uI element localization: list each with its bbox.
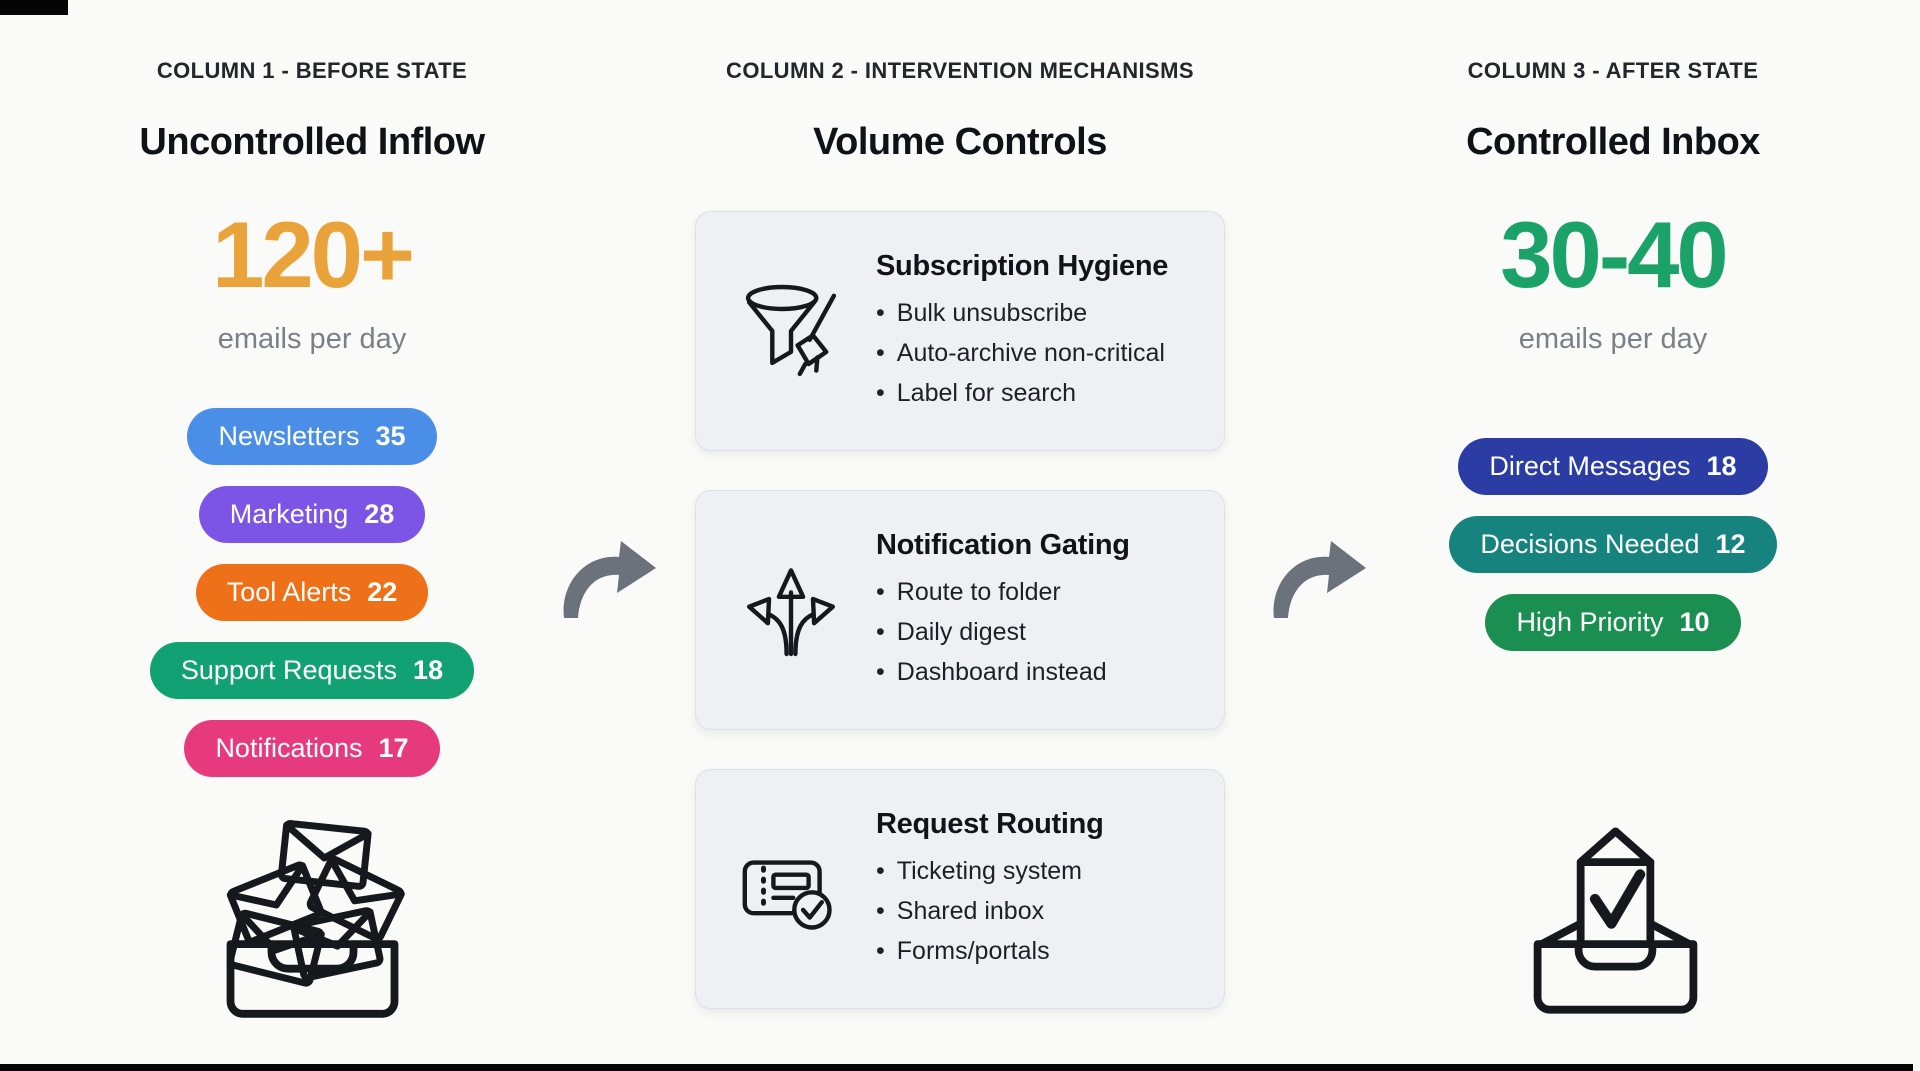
pill-direct-messages: Direct Messages 18 xyxy=(1458,438,1768,495)
flow-arrow-interventions-to-after xyxy=(1267,538,1367,622)
flow-arrow-before-to-interventions xyxy=(557,538,657,622)
interventions-column: COLUMN 2 - INTERVENTION MECHANISMS Volum… xyxy=(660,0,1260,1009)
after-column-label: COLUMN 3 - AFTER STATE xyxy=(1467,58,1759,83)
pill-label: Decisions Needed xyxy=(1480,529,1700,559)
card-notification-gating: Notification Gating Route to folder Dail… xyxy=(695,490,1225,730)
pill-count: 35 xyxy=(375,421,406,451)
interventions-column-title: Volume Controls xyxy=(813,121,1107,163)
overflowing-inbox-icon xyxy=(210,817,415,1022)
pill-support-requests: Support Requests 18 xyxy=(149,642,475,699)
pill-label: Marketing xyxy=(229,499,349,529)
pill-label: Support Requests xyxy=(180,655,398,685)
pill-marketing: Marketing 28 xyxy=(198,486,426,543)
pill-decisions-needed: Decisions Needed 12 xyxy=(1449,516,1777,573)
after-column: COLUMN 3 - AFTER STATE Controlled Inbox … xyxy=(1333,0,1893,1022)
card-bullet: Auto-archive non-critical xyxy=(876,333,1168,373)
pill-count: 17 xyxy=(378,733,409,763)
card-title: Notification Gating xyxy=(876,528,1130,561)
top-left-black-mark xyxy=(0,0,68,15)
card-title: Subscription Hygiene xyxy=(876,249,1169,282)
pill-count: 22 xyxy=(367,577,398,607)
pill-count: 28 xyxy=(364,499,395,529)
pill-label: Tool Alerts xyxy=(226,577,352,607)
after-column-title: Controlled Inbox xyxy=(1466,121,1760,163)
card-bullet-list: Route to folder Daily digest Dashboard i… xyxy=(876,572,1130,692)
card-bullet: Ticketing system xyxy=(876,851,1104,891)
card-bullet-list: Ticketing system Shared inbox Forms/port… xyxy=(876,851,1104,971)
pill-count: 18 xyxy=(413,655,444,685)
pill-count: 18 xyxy=(1706,451,1737,481)
card-bullet: Forms/portals xyxy=(876,931,1104,971)
after-pill-list: Direct Messages 18 Decisions Needed 12 H… xyxy=(1449,438,1777,651)
pill-high-priority: High Priority 10 xyxy=(1485,594,1741,651)
intervention-card-list: Subscription Hygiene Bulk unsubscribe Au… xyxy=(695,211,1225,1009)
pill-label: Notifications xyxy=(215,733,363,763)
before-pill-list: Newsletters 35 Marketing 28 Tool Alerts … xyxy=(149,408,475,777)
card-bullet: Bulk unsubscribe xyxy=(876,293,1168,333)
card-bullet: Route to folder xyxy=(876,572,1130,612)
bottom-black-bar xyxy=(0,1064,1913,1071)
branching-arrows-icon xyxy=(736,555,846,665)
card-request-routing: Request Routing Ticketing system Shared … xyxy=(695,769,1225,1009)
curved-arrow-icon xyxy=(1273,541,1366,618)
curved-arrow-icon xyxy=(563,541,656,618)
card-bullet: Dashboard instead xyxy=(876,652,1130,692)
card-bullet: Label for search xyxy=(876,373,1168,413)
after-metric-caption: emails per day xyxy=(1518,323,1708,355)
pill-label: High Priority xyxy=(1516,607,1664,637)
card-bullet-list: Bulk unsubscribe Auto-archive non-critic… xyxy=(876,293,1168,413)
clean-inbox-check-icon xyxy=(1513,817,1713,1022)
after-metric-value: 30-40 xyxy=(1500,202,1728,307)
interventions-column-label: COLUMN 2 - INTERVENTION MECHANISMS xyxy=(726,58,1194,83)
pill-tool-alerts: Tool Alerts 22 xyxy=(195,564,429,621)
pill-newsletters: Newsletters 35 xyxy=(187,408,437,465)
card-bullet: Shared inbox xyxy=(876,891,1104,931)
pill-label: Newsletters xyxy=(218,421,360,451)
before-column: COLUMN 1 - BEFORE STATE Uncontrolled Inf… xyxy=(32,0,592,1022)
before-metric-caption: emails per day xyxy=(217,323,407,355)
pill-count: 10 xyxy=(1679,607,1710,637)
ticket-check-icon xyxy=(736,834,846,944)
card-bullet: Daily digest xyxy=(876,612,1130,652)
funnel-broom-icon xyxy=(736,276,846,386)
before-column-title: Uncontrolled Inflow xyxy=(139,121,485,163)
pill-label: Direct Messages xyxy=(1489,451,1691,481)
pill-count: 12 xyxy=(1715,529,1746,559)
card-title: Request Routing xyxy=(876,807,1104,840)
pill-notifications: Notifications 17 xyxy=(184,720,440,777)
before-column-label: COLUMN 1 - BEFORE STATE xyxy=(156,58,468,83)
card-subscription-hygiene: Subscription Hygiene Bulk unsubscribe Au… xyxy=(695,211,1225,451)
before-metric-value: 120+ xyxy=(212,202,415,307)
